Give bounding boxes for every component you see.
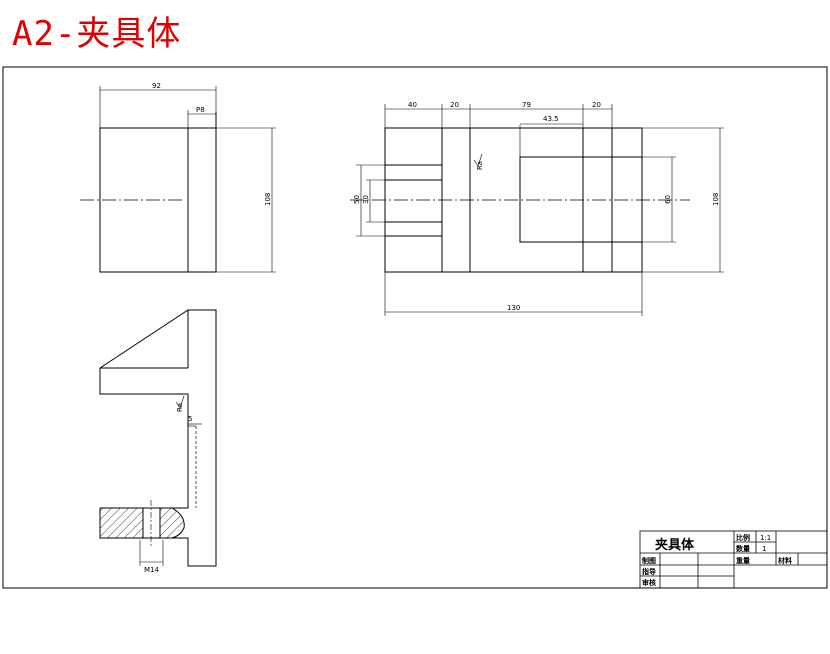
surface-mark-icon (473, 153, 483, 167)
surface-mark-icon (175, 395, 185, 409)
inner-pocket (519, 156, 643, 243)
surface-label-b: Ra (176, 403, 184, 412)
dim-5: 5 (188, 415, 192, 423)
tb-qty-label: 数量 (736, 544, 750, 553)
tb-scale-value: 1:1 (760, 534, 771, 542)
tb-design-label: 指导 (642, 567, 656, 576)
dim-79: 79 (522, 101, 531, 109)
dim-30: 30 (362, 195, 370, 204)
hatched-section-right (159, 507, 185, 539)
surface-label-a: Ra (476, 161, 484, 170)
dim-130: 130 (507, 304, 520, 312)
tb-material-label: 材料 (777, 556, 792, 565)
dim-108-right: 108 (712, 193, 720, 206)
tb-scale-label: 比例 (736, 533, 750, 542)
top-left-outline (99, 127, 217, 273)
title-block-frame (639, 530, 828, 589)
dim-20a: 20 (450, 101, 459, 109)
dim-20b: 20 (592, 101, 601, 109)
top-right-view (350, 104, 724, 316)
title-block (639, 530, 828, 589)
bracket-outline (99, 309, 217, 567)
dim-43-5: 43.5 (543, 115, 559, 123)
tb-drawn-label: 制图 (642, 556, 656, 565)
tb-part-name: 夹具体 (655, 537, 695, 553)
top-left-view (80, 86, 276, 273)
tb-qty-value: 1 (762, 545, 766, 553)
dim-m14: M14 (144, 566, 159, 574)
dim-p8: P8 (196, 106, 205, 114)
dim-60: 60 (664, 195, 672, 204)
dim-40: 40 (408, 101, 417, 109)
dim-92: 92 (152, 82, 161, 90)
tb-check-label: 审核 (642, 578, 656, 587)
page-title: A2-夹具体 (12, 14, 182, 54)
dim-50: 50 (353, 195, 361, 204)
dim-108-left: 108 (264, 193, 272, 206)
bottom-left-view (99, 309, 217, 567)
drawing-border (2, 66, 828, 589)
tb-weight-label: 重量 (736, 556, 750, 565)
hatched-section-left (99, 507, 144, 539)
